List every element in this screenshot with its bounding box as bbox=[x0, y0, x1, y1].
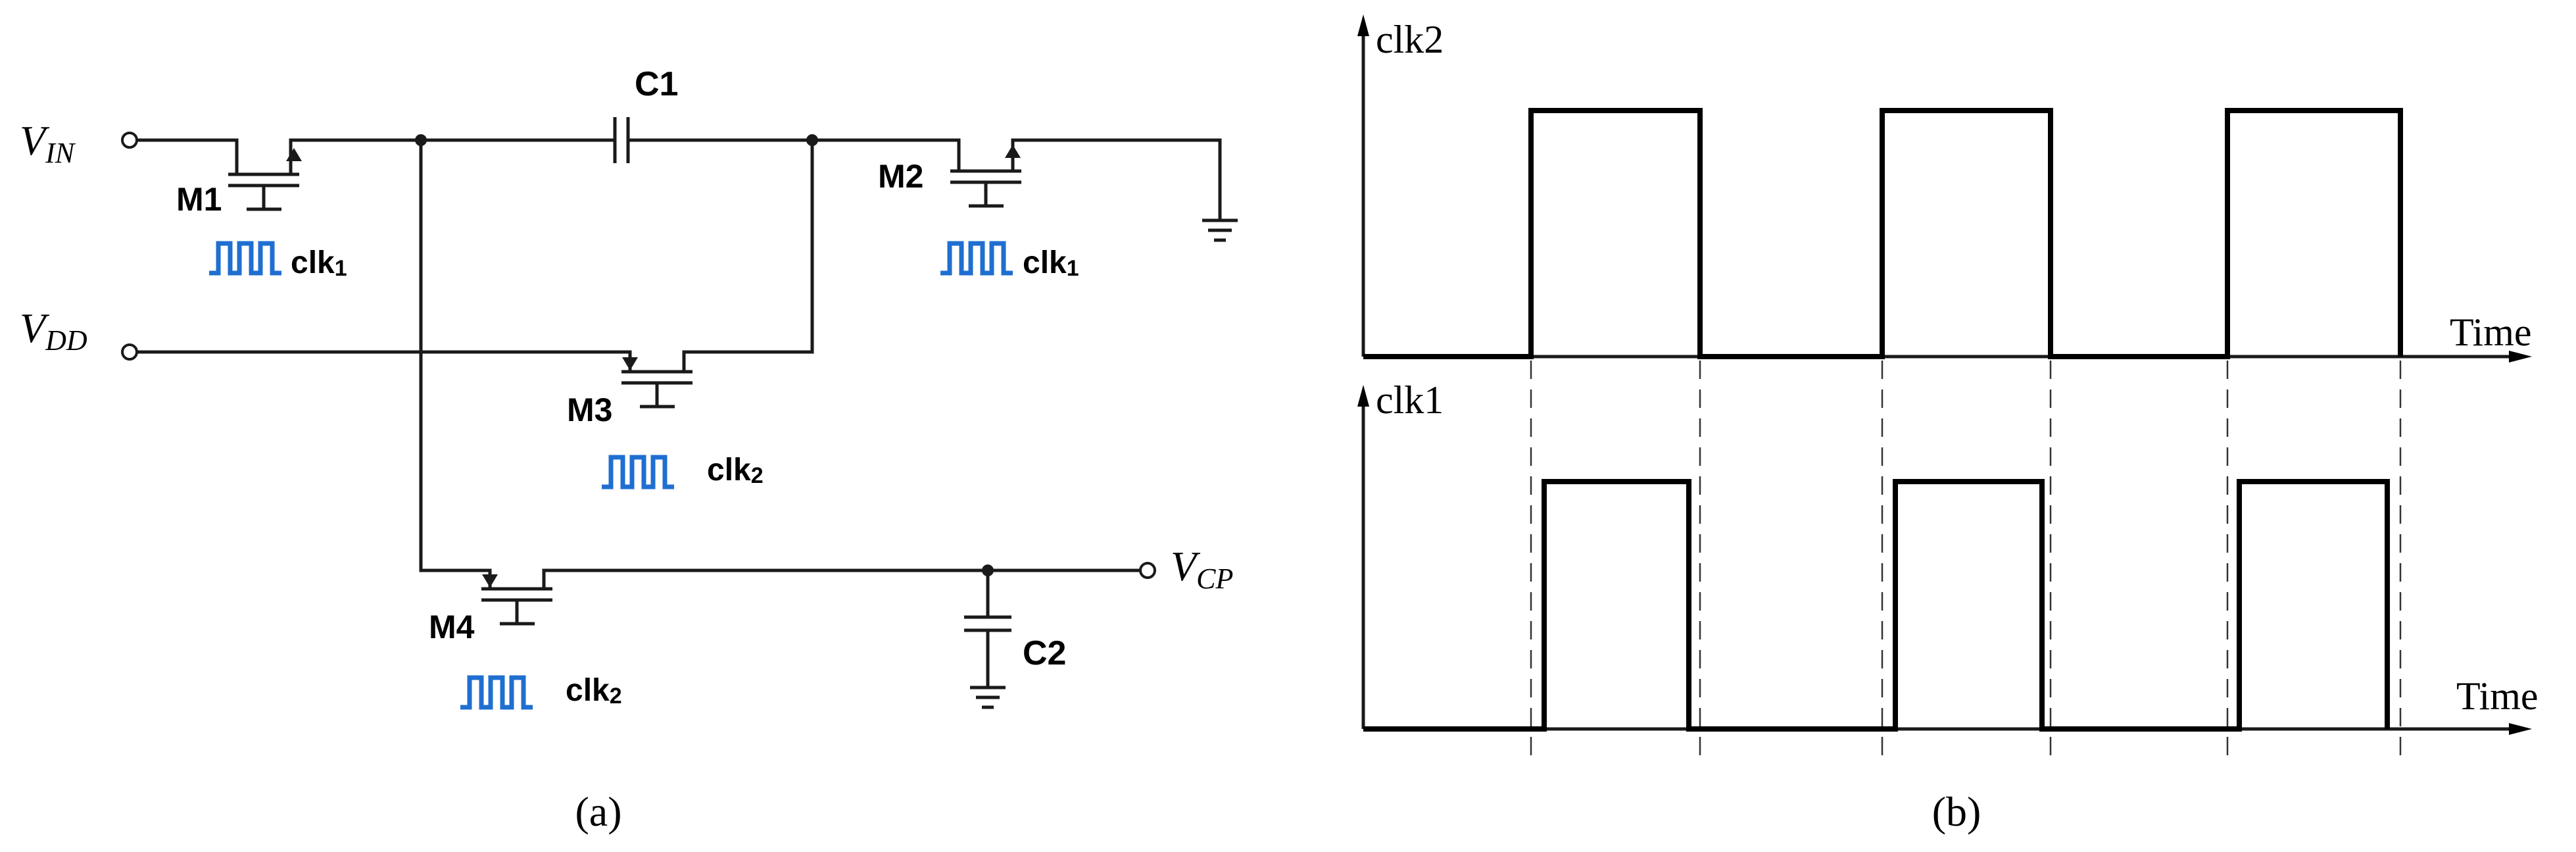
circuit-panel: VIN VDD VCP M1 clk1 C1 bbox=[20, 65, 1238, 835]
clk1-waveform bbox=[1363, 479, 2390, 732]
m1-label: M1 bbox=[176, 181, 222, 218]
clk2-waveform bbox=[1363, 108, 2403, 359]
m3-arrow bbox=[622, 357, 638, 370]
m3-label: M3 bbox=[567, 391, 612, 428]
transistor-m3 bbox=[137, 350, 693, 409]
m2-clock-icon bbox=[940, 241, 1013, 276]
vcp-terminal bbox=[1139, 562, 1156, 579]
m4-clock-icon bbox=[460, 675, 533, 710]
m1-clock-label: clk1 bbox=[291, 245, 347, 281]
transistor-m1 bbox=[137, 138, 416, 211]
panel-a-caption: (a) bbox=[575, 788, 621, 835]
vcp-label: VCP bbox=[1171, 543, 1233, 595]
timing-panel: clk2 Time clk1 Time (b) bbox=[1357, 14, 2539, 835]
transistor-m2 bbox=[812, 138, 1222, 220]
vdd-label: VDD bbox=[20, 305, 87, 357]
clk1-axis-label: clk1 bbox=[1376, 378, 1444, 422]
clk1-x-axis-arrow bbox=[2509, 723, 2532, 735]
m4-arrow bbox=[482, 574, 498, 588]
vdd-terminal bbox=[121, 343, 138, 361]
m2-clock-label: clk1 bbox=[1023, 245, 1079, 281]
m4-clock-label: clk2 bbox=[566, 673, 622, 709]
panel-b-caption: (b) bbox=[1932, 788, 1981, 835]
capacitor-c2 bbox=[964, 570, 1011, 688]
m4-label: M4 bbox=[429, 609, 475, 645]
clk1-y-axis-arrow bbox=[1357, 385, 1369, 407]
c2-label: C2 bbox=[1023, 634, 1066, 672]
transistor-m4 bbox=[481, 568, 1140, 626]
capacitor-c1 bbox=[613, 117, 630, 163]
m1-arrow bbox=[286, 148, 302, 161]
vin-label: VIN bbox=[20, 117, 76, 169]
ground-symbol-2 bbox=[970, 686, 1006, 709]
m3-clock-label: clk2 bbox=[707, 453, 764, 488]
vin-terminal bbox=[121, 132, 138, 149]
m3-clock-icon bbox=[602, 455, 674, 489]
clk2-time-label: Time bbox=[2450, 311, 2532, 354]
clk2-y-axis-arrow bbox=[1357, 14, 1369, 36]
clk2-x-axis-arrow bbox=[2509, 351, 2532, 363]
m2-label: M2 bbox=[878, 158, 923, 195]
m2-arrow bbox=[1005, 145, 1021, 158]
clk2-axis-label: clk2 bbox=[1376, 18, 1444, 61]
ground-symbol-1 bbox=[1202, 218, 1238, 242]
clk1-time-label: Time bbox=[2456, 674, 2539, 718]
m1-clock-icon bbox=[209, 241, 281, 276]
c1-label: C1 bbox=[635, 65, 678, 103]
